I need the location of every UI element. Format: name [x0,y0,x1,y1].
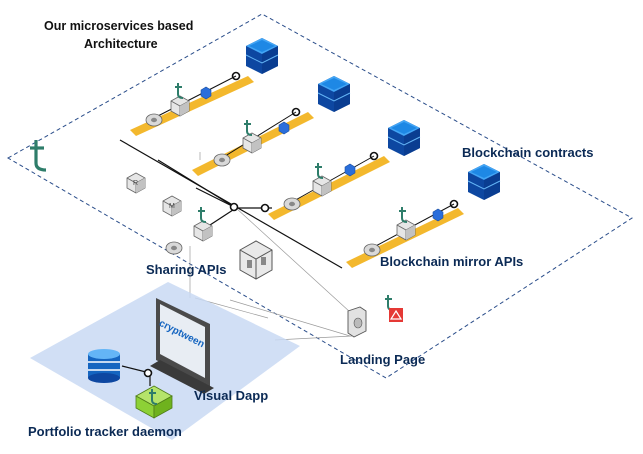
database-icon [387,119,421,157]
label-portfolio-tracker: Portfolio tracker daemon [28,424,182,439]
diagram-title-line2: Architecture [84,37,158,51]
svg-text:R: R [133,180,138,187]
database-cylinder-icon [88,349,120,383]
label-blockchain-contracts: Blockchain contracts [462,145,594,160]
router-icon: R [126,172,146,194]
alert-icon [389,308,403,322]
pipeline-2 [192,75,351,176]
brand-logo-icon [30,140,47,172]
svg-text:M: M [169,203,175,210]
boundary-dashed-line [6,13,633,379]
app-logo-icon [384,294,394,311]
api-server-icon [193,220,213,242]
landing-page-cluster [347,294,403,338]
database-icon [245,37,279,75]
app-logo-icon [197,206,207,223]
web-server-icon [347,306,367,338]
pipeline-1 [130,37,279,136]
diagram-title-line1: Our microservices based [44,19,194,33]
storage-box-icon [239,240,273,280]
monitor-icon [150,298,214,394]
label-landing-page: Landing Page [340,352,426,367]
tracker-box-icon [135,385,173,419]
mongo-icon: M [162,195,182,217]
label-sharing-apis: Sharing APIs [146,262,227,277]
database-icon [467,163,501,201]
pipeline-3 [268,119,421,220]
label-visual-dapp: Visual Dapp [194,388,269,403]
pipeline-4 [346,163,501,268]
database-icon [317,75,351,113]
label-blockchain-mirror-apis: Blockchain mirror APIs [380,254,524,269]
sharing-apis-cluster: R M [126,172,273,280]
gear-icon [165,241,183,255]
